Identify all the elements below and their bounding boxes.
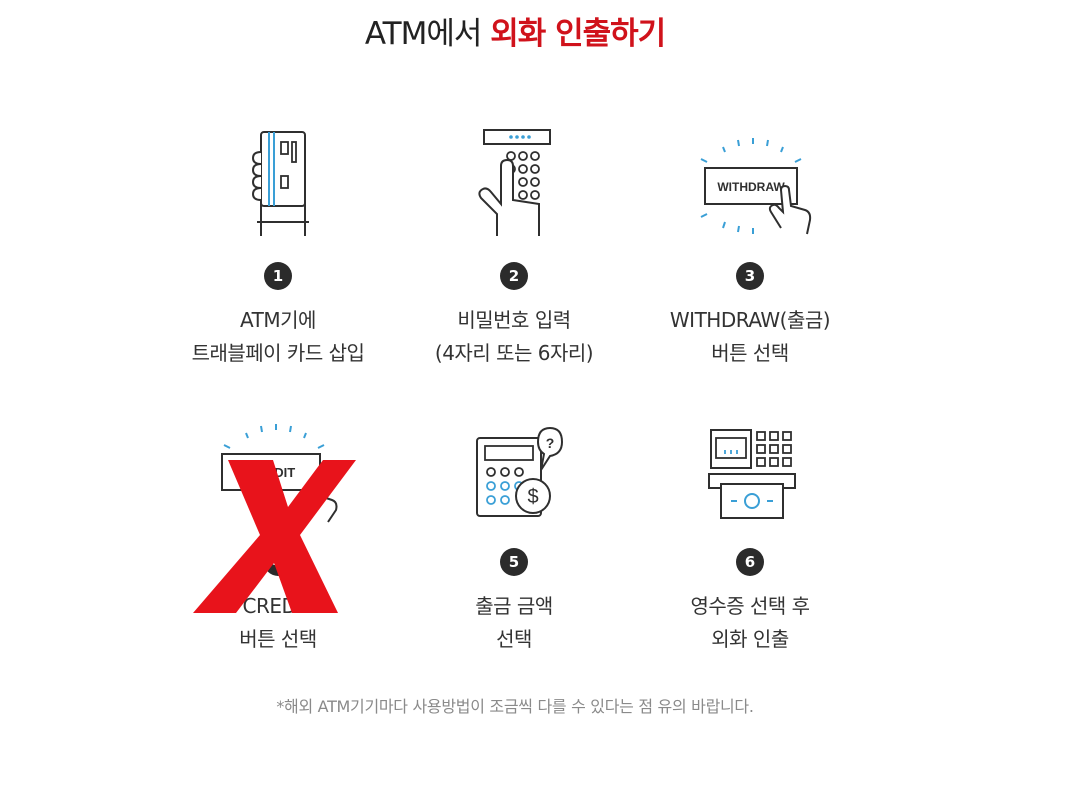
page-title: ATM에서 외화 인출하기: [0, 8, 1030, 53]
calculator-dollar-icon: $ ?: [476, 426, 564, 517]
title-prefix: ATM에서: [364, 16, 491, 52]
card-insert-icon: [251, 131, 309, 236]
withdraw-button-icon: WITHDRAW: [700, 138, 812, 235]
withdraw-text: WITHDRAW: [717, 180, 785, 194]
step-label-line2: 버튼 선택: [711, 341, 789, 365]
question-mark: ?: [546, 435, 555, 451]
step-label: CREDIT 버튼 선택: [148, 590, 408, 656]
title-highlight: 외화 인출하기: [490, 16, 666, 52]
step-5: $ ? 5 출금 금액 선택: [384, 410, 644, 656]
keypad-icon: [478, 129, 551, 236]
step-number-badge: 1: [264, 262, 292, 290]
step-number-badge: 3: [736, 262, 764, 290]
step-label: 비밀번호 입력 (4자리 또는 6자리): [384, 304, 644, 370]
step-6: 6 영수증 선택 후 외화 인출: [620, 410, 880, 656]
red-x-mark-icon: [193, 460, 356, 613]
step-label: WITHDRAW(출금) 버튼 선택: [620, 304, 880, 370]
step-2: 2 비밀번호 입력 (4자리 또는 6자리): [384, 124, 644, 370]
step-3: WITHDRAW 3 WITHDRAW(출금) 버튼 선택: [620, 124, 880, 370]
step-number-badge: 5: [500, 548, 528, 576]
step-label: ATM기에 트래블페이 카드 삽입: [148, 304, 408, 370]
disclaimer-note: *해외 ATM기기마다 사용방법이 조금씩 다를 수 있다는 점 유의 바랍니다…: [276, 697, 754, 716]
step-label-line2: 트래블페이 카드 삽입: [191, 341, 365, 365]
step-label-line1: ATM기에: [240, 308, 316, 332]
dollar-sign: $: [527, 486, 538, 508]
step-label-line1: WITHDRAW(출금): [669, 308, 831, 332]
step-label-line2: (4자리 또는 6자리): [434, 341, 594, 365]
step-label-line1: 영수증 선택 후: [690, 594, 810, 618]
step-label-line2: 버튼 선택: [239, 627, 317, 651]
step-label-line1: 비밀번호 입력: [457, 308, 571, 332]
step-label-line2: 외화 인출: [711, 627, 789, 651]
step-label: 출금 금액 선택: [384, 590, 644, 656]
atm-cash-icon: [708, 429, 796, 519]
step-label-line1: 출금 금액: [475, 594, 553, 618]
step-label-line2: 선택: [496, 627, 532, 651]
step-number-badge: 2: [500, 262, 528, 290]
step-label: 영수증 선택 후 외화 인출: [620, 590, 880, 656]
step-number-badge: 6: [736, 548, 764, 576]
step-1: 1 ATM기에 트래블페이 카드 삽입: [148, 124, 408, 370]
